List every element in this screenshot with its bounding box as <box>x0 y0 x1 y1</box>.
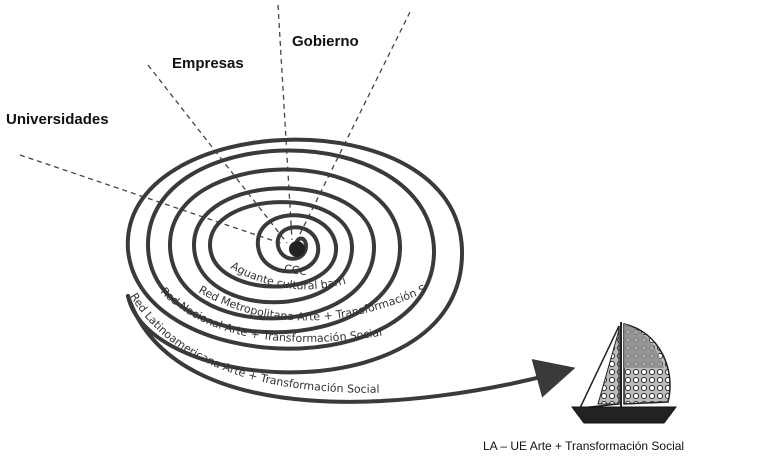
center-label: CCC <box>283 262 308 278</box>
ray-universidades <box>20 155 283 244</box>
sailboat-icon <box>572 322 676 423</box>
sailboat-caption: LA – UE Arte + Transformación Social <box>483 439 684 453</box>
ray-empresas <box>148 65 287 243</box>
ray-gobierno-left <box>278 5 292 240</box>
label-universidades: Universidades <box>6 111 109 128</box>
spiral <box>128 140 560 402</box>
label-empresas: Empresas <box>172 55 244 72</box>
label-gobierno: Gobierno <box>292 33 359 50</box>
hull <box>572 407 676 423</box>
